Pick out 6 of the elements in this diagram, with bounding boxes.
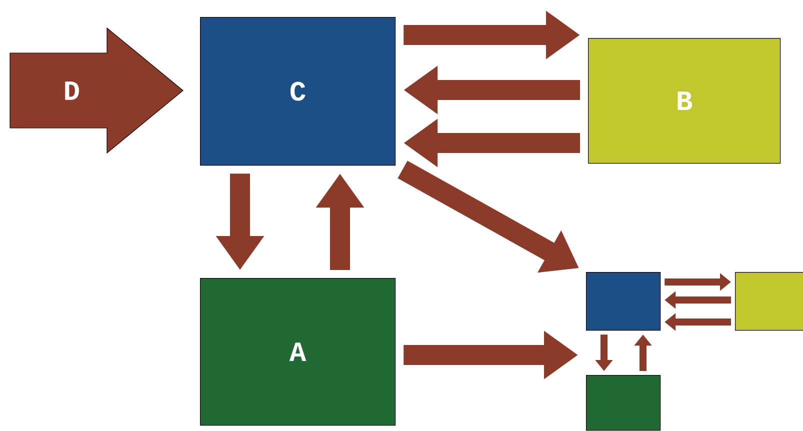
process-box: B (588, 38, 781, 164)
box (735, 272, 803, 331)
process-box: A (200, 278, 396, 426)
box (586, 375, 661, 431)
box (586, 272, 661, 331)
process-box: C (200, 17, 396, 166)
